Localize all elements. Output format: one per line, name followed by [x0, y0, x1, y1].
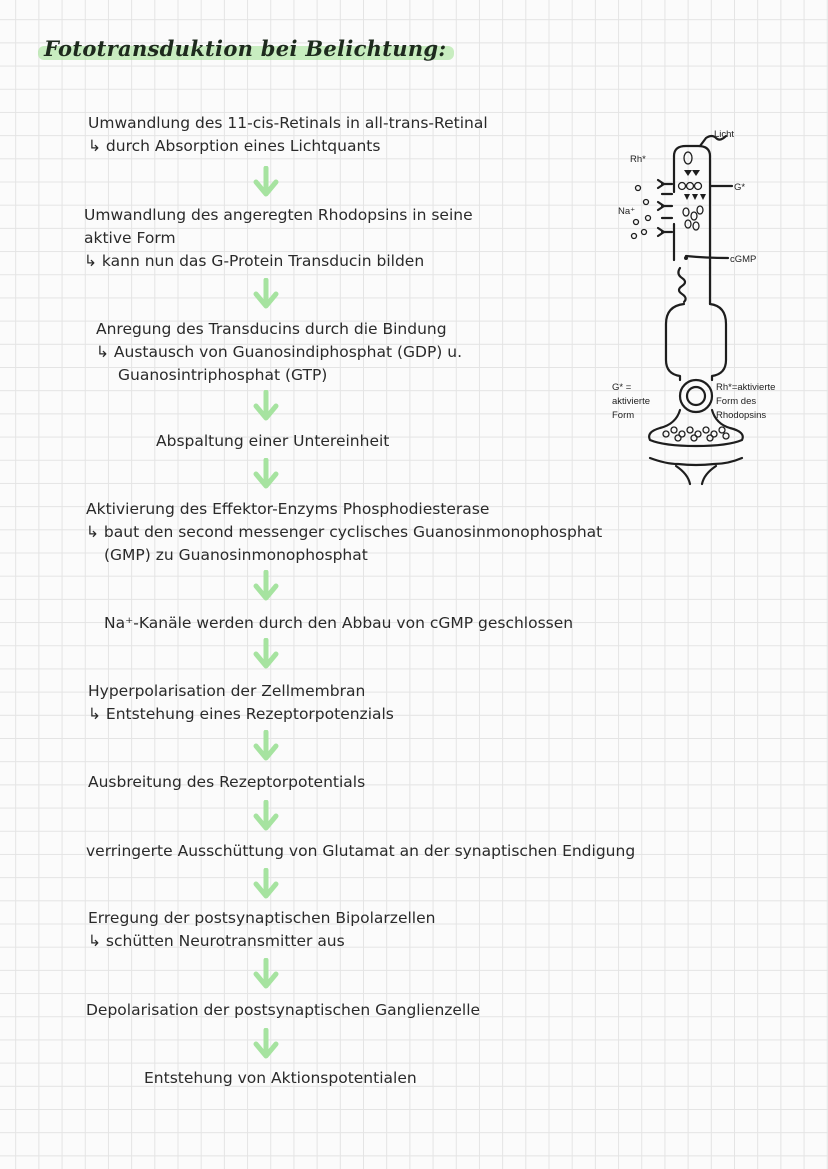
down-arrow-icon	[253, 867, 279, 900]
step-4: Abspaltung einer Untereinheit	[156, 432, 390, 450]
g-protein-active-label: G*	[734, 182, 745, 193]
down-arrow-icon	[253, 569, 279, 602]
rhodopsin-active-label: Rh*	[630, 154, 646, 165]
page-title: Fototransduktion bei Belichtung:	[38, 36, 455, 61]
down-arrow-icon	[253, 1027, 279, 1060]
rh-legend-line-2: Form des	[716, 396, 756, 407]
g-legend-line-1: G* =	[612, 382, 632, 393]
down-arrow-icon	[253, 729, 279, 762]
down-arrow-icon	[253, 799, 279, 832]
light-label: Licht	[714, 129, 734, 140]
step-2: Umwandlung des angeregten Rhodopsins in …	[84, 206, 473, 270]
step-11: Depolarisation der postsynaptischen Gang…	[86, 1001, 481, 1019]
rh-legend-line-1: Rh*=aktivierte	[716, 382, 775, 393]
step-3: Anregung des Transducins durch die Bindu…	[96, 320, 463, 384]
sodium-label: Na⁺	[618, 206, 635, 217]
rod-cell-drawing: Licht Rh* G* Na⁺ cGMP G* = aktivierte Fo…	[612, 129, 775, 486]
step-1: Umwandlung des 11-cis-Retinals in all-tr…	[88, 114, 488, 155]
down-arrow-icon	[253, 165, 279, 198]
down-arrow-icon	[253, 637, 279, 670]
down-arrow-icon	[253, 457, 279, 490]
g-legend-line-2: aktivierte	[612, 396, 650, 407]
step-6: Na⁺-Kanäle werden durch den Abbau von cG…	[104, 614, 574, 632]
down-arrow-icon	[253, 389, 279, 422]
step-12: Entstehung von Aktionspotentialen	[144, 1069, 417, 1087]
rod-cell-diagram: Licht Rh* G* Na⁺ cGMP G* = aktivierte Fo…	[606, 128, 796, 488]
rh-legend-line-3: Rhodopsins	[716, 410, 766, 421]
g-legend-line-3: Form	[612, 410, 634, 421]
step-5: Aktivierung des Effektor-Enzyms Phosphod…	[86, 500, 603, 564]
step-10: Erregung der postsynaptischen Bipolarzel…	[88, 909, 436, 950]
down-arrow-icon	[253, 957, 279, 990]
cgmp-label: cGMP	[730, 254, 756, 265]
step-7: Hyperpolarisation der Zellmembran ↳ Ents…	[88, 682, 394, 723]
step-9: verringerte Ausschüttung von Glutamat an…	[86, 842, 636, 860]
step-8: Ausbreitung des Rezeptorpotentials	[88, 773, 366, 791]
down-arrow-icon	[253, 277, 279, 310]
